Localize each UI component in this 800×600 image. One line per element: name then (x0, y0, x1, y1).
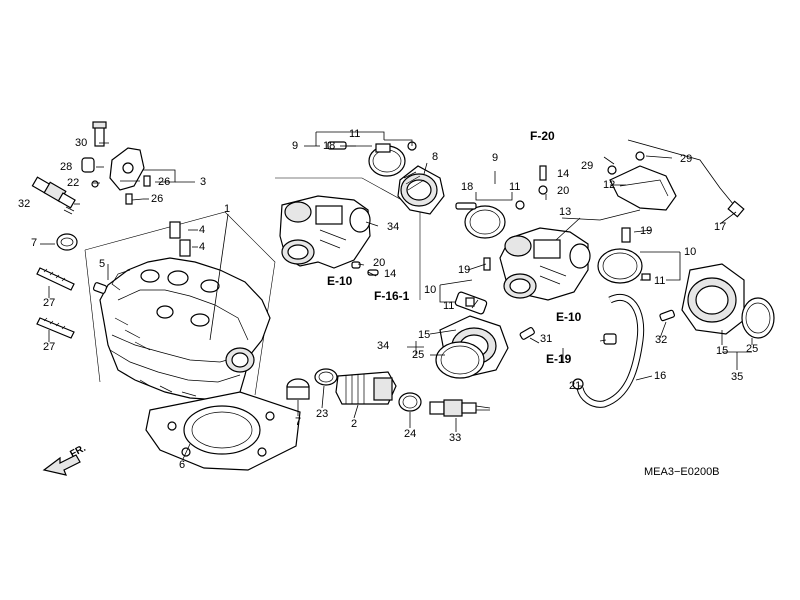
label-7: 7 (295, 416, 302, 428)
label-20: 20 (557, 185, 570, 197)
label-5: 5 (99, 258, 106, 270)
ref-f-16-1[interactable]: F-16-1 (374, 289, 410, 303)
label-33: 34 (387, 221, 400, 233)
leader-lines (40, 131, 753, 460)
label-29: 29 (680, 153, 693, 165)
label-25: 25 (412, 349, 425, 361)
ref-e-10-left[interactable]: E-10 (327, 274, 353, 288)
connecting-boot-8 (397, 165, 445, 215)
plug-cap-7-left (56, 233, 78, 251)
bolt-31-left (519, 327, 535, 340)
label-15: 15 (716, 345, 729, 357)
diagram-code: MEA3−E0200B (644, 466, 720, 478)
label-28: 28 (60, 161, 73, 173)
label-26: 27 (43, 341, 56, 353)
stud-bolt-26-lower (36, 317, 75, 339)
label-4: 4 (199, 241, 206, 253)
label-30: 30 (75, 137, 88, 149)
label-32: 33 (449, 432, 462, 444)
bolt-5 (92, 282, 108, 294)
o-ring-24 (398, 392, 422, 412)
label-26: 27 (43, 297, 56, 309)
plug-7-lower (286, 378, 310, 400)
label-13: 13 (559, 206, 572, 218)
label-21: 21 (569, 380, 582, 392)
label-23: 23 (316, 408, 329, 420)
front-direction-arrow (42, 454, 81, 476)
label-22: 22 (67, 177, 80, 189)
label-31: 32 (655, 334, 668, 346)
head-gasket (145, 391, 301, 471)
ref-e-19[interactable]: E-19 (546, 352, 572, 366)
fitting-35 (603, 333, 617, 345)
clamp-9-upper (327, 141, 417, 177)
label-32: 32 (18, 198, 31, 210)
label-9: 9 (292, 140, 299, 152)
label-16: 17 (714, 221, 727, 233)
label-11: 11 (654, 275, 666, 287)
small-hardware (351, 257, 651, 307)
dowel-pins-4 (169, 221, 191, 257)
label-11: 11 (443, 300, 455, 312)
ref-f-20[interactable]: F-20 (530, 129, 555, 143)
label-11: 11 (349, 128, 361, 140)
label-3: 3 (200, 176, 207, 188)
label-24: 24 (404, 428, 417, 440)
breather-tube-17 (576, 294, 645, 408)
label-34: 34 (377, 340, 390, 352)
label-12: 12 (603, 179, 616, 191)
label-29: 29 (581, 160, 594, 172)
label-20: 20 (373, 257, 386, 269)
label-34: 35 (731, 371, 744, 383)
label-14: 14 (557, 168, 570, 180)
label-15: 15 (418, 329, 431, 341)
label-10: 10 (424, 284, 437, 296)
clip-21 (572, 378, 584, 390)
label-19: 19 (640, 225, 653, 237)
label-9: 9 (492, 152, 499, 164)
label-18: 18 (461, 181, 474, 193)
spark-plug-left (31, 176, 76, 215)
label-25: 25 (746, 343, 759, 355)
insulator-2 (335, 371, 397, 405)
bolt-31-right (659, 309, 675, 322)
insulator-assembly-right (681, 263, 775, 339)
label-2: 2 (351, 418, 358, 430)
clamp-10-right (597, 227, 643, 284)
label-10: 10 (684, 246, 697, 258)
label-27: 26 (151, 193, 164, 205)
label-27: 26 (158, 176, 171, 188)
cylinder-head (99, 257, 271, 401)
label-14: 14 (384, 268, 397, 280)
label-8: 8 (432, 151, 439, 163)
cam-holder (81, 121, 151, 205)
label-11: 11 (509, 181, 521, 193)
label-7: 7 (31, 237, 38, 249)
label-17: 16 (654, 370, 667, 382)
intake-manifold-right (499, 227, 591, 301)
spark-plug-right (429, 399, 491, 417)
stud-bolt-26-upper (36, 267, 75, 291)
insulator-assembly-left (435, 291, 509, 379)
bracket-12 (607, 139, 745, 218)
label-1: 1 (224, 203, 231, 215)
o-ring-23 (314, 368, 338, 386)
label-18: 18 (323, 140, 336, 152)
ref-e-10-right[interactable]: E-10 (556, 310, 582, 324)
clamp-9-middle (455, 200, 525, 239)
label-19: 19 (458, 264, 471, 276)
label-6: 6 (179, 459, 186, 471)
label-4: 4 (199, 224, 206, 236)
intake-manifold-left (279, 195, 371, 269)
label-31: 31 (540, 333, 553, 345)
